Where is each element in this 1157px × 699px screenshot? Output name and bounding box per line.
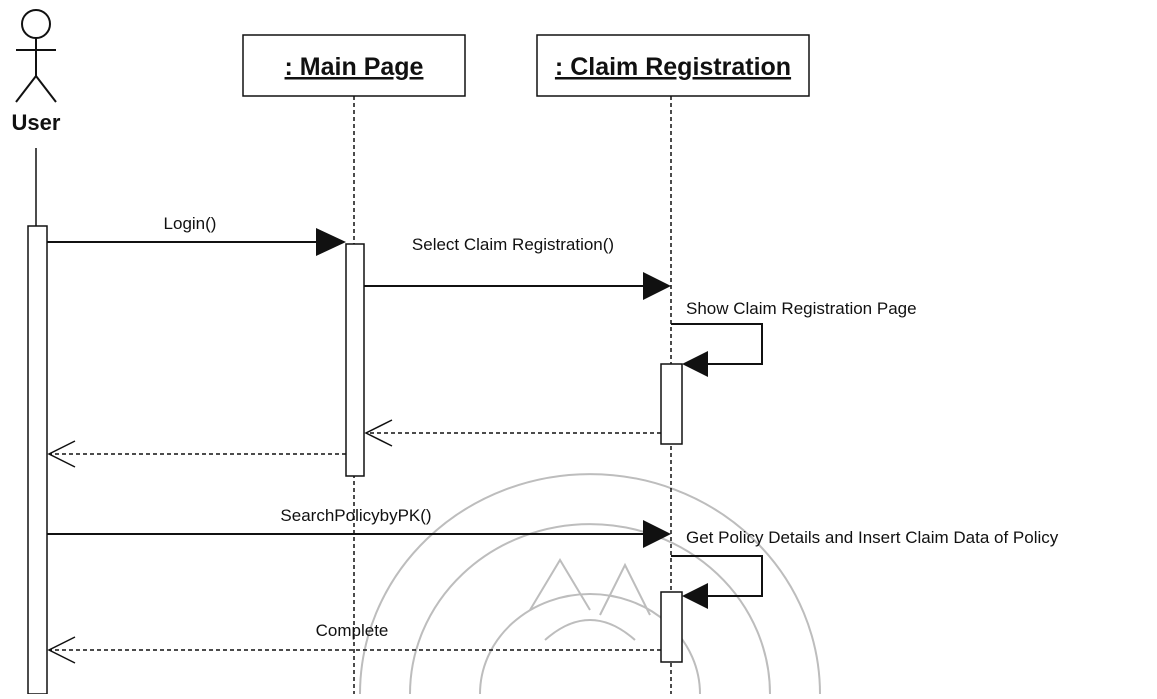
object-claim-registration-label: : Claim Registration [555, 53, 791, 81]
message-select-claim-registration: Select Claim Registration() [364, 235, 671, 300]
actor-name: User [12, 110, 61, 135]
activation-user [27, 225, 48, 695]
message-login: Login() [47, 214, 346, 256]
message-complete: Complete [47, 621, 661, 664]
object-claim-registration: : Claim Registration [536, 34, 810, 97]
message-search-policy-by-pk: SearchPolicybyPK() [47, 506, 671, 548]
watermark-seal-icon [359, 473, 821, 695]
message-login-label: Login() [164, 214, 217, 233]
stick-figure-icon [15, 9, 57, 103]
message-select-claim-registration-label: Select Claim Registration() [412, 235, 614, 254]
message-get-policy-details-label: Get Policy Details and Insert Claim Data… [686, 528, 1059, 547]
object-main-page-label: : Main Page [285, 53, 424, 81]
message-show-claim-registration-page: Show Claim Registration Page [671, 299, 917, 377]
message-show-claim-registration-page-label: Show Claim Registration Page [686, 299, 917, 318]
message-search-policy-by-pk-label: SearchPolicybyPK() [280, 506, 431, 525]
object-main-page: : Main Page [242, 34, 466, 97]
message-return-to-main-page [364, 419, 661, 447]
message-complete-label: Complete [316, 621, 389, 640]
activation-claim-registration-1 [660, 363, 683, 445]
activation-claim-registration-2 [660, 591, 683, 663]
actor-user: User [12, 9, 61, 135]
message-return-to-user [47, 440, 346, 468]
activation-main-page [345, 243, 365, 477]
message-get-policy-details: Get Policy Details and Insert Claim Data… [671, 528, 1059, 609]
